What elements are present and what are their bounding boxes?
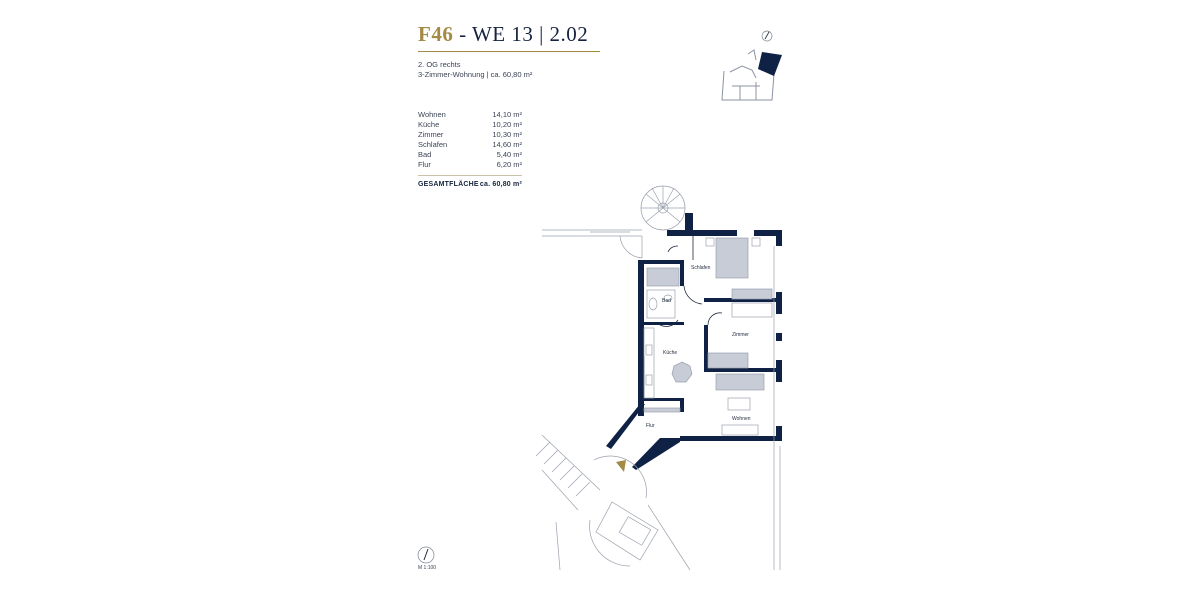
room-label-zimmer: Zimmer xyxy=(732,332,749,338)
room-row: Küche 10,20 m² xyxy=(418,120,522,130)
room-name: Bad xyxy=(418,150,432,159)
entrance-arrow-icon xyxy=(616,460,626,472)
room-label-wohnen: Wohnen xyxy=(732,416,751,422)
unit-number: - WE 13 | 2.02 xyxy=(453,22,589,46)
room-name: Küche xyxy=(418,120,440,129)
total-row: GESAMTFLÄCHE ca. 60,80 m² xyxy=(418,181,522,188)
spiral-staircase xyxy=(640,185,686,231)
title-divider xyxy=(418,51,600,52)
room-row: Bad 5,40 m² xyxy=(418,150,522,160)
total-value: ca. 60,80 m² xyxy=(479,181,522,188)
room-area-table: Wohnen 14,10 m² Küche 10,20 m² Zimmer 10… xyxy=(418,110,522,188)
bathroom-fixtures xyxy=(646,267,680,319)
room-name: Flur xyxy=(418,160,431,169)
room-area: 10,20 m² xyxy=(492,120,522,129)
room-area: 5,40 m² xyxy=(496,150,522,159)
building-code: F46 xyxy=(418,22,454,46)
room-label-bad: Bad xyxy=(662,298,671,304)
scale-label: M 1:100 xyxy=(418,565,437,571)
room-name: Schlafen xyxy=(418,140,448,149)
room-label-flur: Flur xyxy=(646,423,655,429)
room-area: 14,10 m² xyxy=(492,110,522,119)
walls xyxy=(606,213,782,470)
north-arrow-icon xyxy=(417,546,435,564)
balcony-railing xyxy=(542,229,643,259)
room-row: Flur 6,20 m² xyxy=(418,160,522,170)
room-label-schlafen: Schlafen xyxy=(691,265,711,271)
room-row: Zimmer 10,30 m² xyxy=(418,130,522,140)
unit-type: 3-Zimmer-Wohnung | ca. 60,80 m² xyxy=(418,70,533,79)
total-divider xyxy=(418,175,522,176)
kitchen-fixtures xyxy=(643,327,693,413)
bedroom-fixtures xyxy=(705,237,773,318)
room-area: 10,30 m² xyxy=(492,130,522,139)
compass-icon xyxy=(761,30,773,42)
room-area: 14,60 m² xyxy=(492,140,522,149)
total-label: GESAMTFLÄCHE xyxy=(418,181,479,188)
room-area: 6,20 m² xyxy=(496,160,522,169)
room-row: Schlafen 14,60 m² xyxy=(418,140,522,150)
room-name: Zimmer xyxy=(418,130,444,139)
facade-line xyxy=(773,246,781,570)
room-name: Wohnen xyxy=(418,110,446,119)
floor-plan: Schlafen Bad Zimmer Küche Wohnen Flur xyxy=(535,185,782,571)
room-label-kueche: Küche xyxy=(663,350,677,356)
living-fixtures xyxy=(707,352,765,436)
room-row: Wohnen 14,10 m² xyxy=(418,110,522,120)
stairwell xyxy=(535,434,691,571)
unit-highlight xyxy=(758,52,782,76)
page-title: F46 - WE 13 | 2.02 xyxy=(418,22,588,47)
key-plan xyxy=(721,30,782,101)
building-outline xyxy=(721,49,775,101)
floor-info: 2. OG rechts xyxy=(418,60,461,69)
